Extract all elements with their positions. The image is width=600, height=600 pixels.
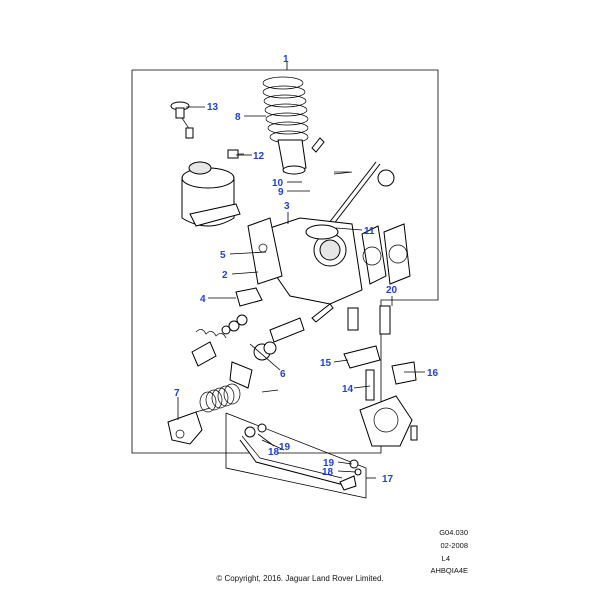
cap-assembly xyxy=(170,101,194,139)
return-spring xyxy=(199,383,241,413)
fuel-pipe xyxy=(225,412,367,499)
callout-18-upper: 18 xyxy=(268,447,280,458)
callout-8: 8 xyxy=(235,112,241,123)
callout-9: 9 xyxy=(278,187,284,198)
drawing-code: G04.030 xyxy=(439,528,468,537)
coil-spring xyxy=(262,76,309,175)
throttle-spindle xyxy=(321,161,395,235)
callout-12: 12 xyxy=(253,151,265,162)
assembly-frame xyxy=(131,69,439,454)
callout-4: 4 xyxy=(200,294,206,305)
drawing-level: L4 xyxy=(441,554,450,563)
callout-6: 6 xyxy=(280,369,286,380)
callout-10: 10 xyxy=(272,178,284,189)
drawing-image-id: AHBQIA4E xyxy=(430,566,468,575)
callout-2: 2 xyxy=(222,270,228,281)
callout-1: 1 xyxy=(283,54,289,65)
copyright-notice: © Copyright, 2016. Jaguar Land Rover Lim… xyxy=(216,574,384,583)
callout-5: 5 xyxy=(220,250,226,261)
callout-17: 17 xyxy=(382,474,394,485)
callout-18-lower: 18 xyxy=(322,467,334,478)
bracket xyxy=(167,407,211,445)
callout-20: 20 xyxy=(386,285,398,296)
callout-19-upper: 19 xyxy=(279,442,291,453)
callout-7: 7 xyxy=(174,388,180,399)
carburettor-body xyxy=(247,217,411,305)
linkage-parts xyxy=(191,287,305,393)
callout-16: 16 xyxy=(427,368,439,379)
callout-3: 3 xyxy=(284,201,290,212)
choke-housing xyxy=(343,305,418,447)
leader-lines xyxy=(177,62,425,479)
float-chamber xyxy=(181,161,241,227)
callout-11: 11 xyxy=(364,226,375,237)
callout-14: 14 xyxy=(342,384,354,395)
callout-labels: 1 2 3 4 5 6 7 8 9 10 11 12 13 14 15 16 1… xyxy=(174,54,439,485)
callout-19-lower: 19 xyxy=(323,458,335,469)
callout-15: 15 xyxy=(320,358,332,369)
callout-13: 13 xyxy=(207,102,219,113)
small-fasteners xyxy=(227,137,350,323)
drawing-date: 02-2008 xyxy=(440,541,468,550)
